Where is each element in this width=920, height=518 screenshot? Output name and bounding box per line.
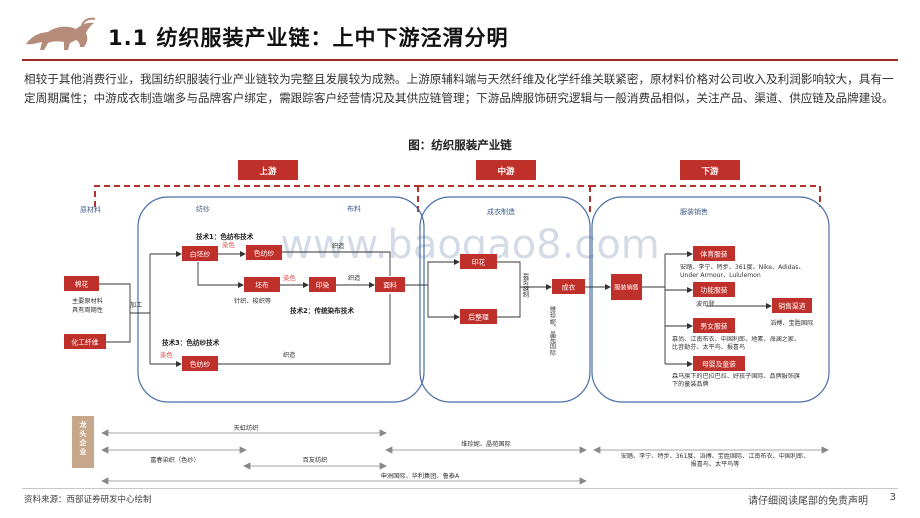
industry-chain-diagram: www.baogao8.com 上游 中游 下游 原材料 纺纱 布料 成衣制造 … xyxy=(64,160,830,485)
fabric-label: 布料 xyxy=(347,204,361,213)
upstream-tag-label: 上游 xyxy=(259,166,277,177)
functional-brands-note: 波司登 xyxy=(696,300,715,308)
dye-note-2: 染色 xyxy=(283,273,296,282)
dyed-yarn-1-box xyxy=(246,245,282,260)
fabric-box xyxy=(375,277,405,292)
intro-paragraph: 相较于其他消费行业，我国纺织服装行业产业链较为完整且发展较为成熟。上游原辅料端与… xyxy=(24,72,894,105)
knit-note: 针织、梭织等 xyxy=(234,297,271,305)
midstream-tag-label: 中游 xyxy=(497,166,515,177)
leader-row4: 申洲国际、华利集团、鲁泰A xyxy=(381,472,460,480)
dye-note-3: 染色 xyxy=(160,350,173,359)
midstream-tag xyxy=(476,160,536,180)
title-divider xyxy=(22,59,898,61)
page-title: 1.1 纺织服装产业链：上中下游泾渭分明 xyxy=(108,26,509,50)
chem-fiber-label: 化工纤维 xyxy=(71,338,98,347)
printing-box xyxy=(309,277,336,292)
leader-row2b: 维珍妮、晶苑国际 xyxy=(461,440,511,448)
dyed-yarn-1-label: 色纺纱 xyxy=(254,249,275,258)
main-raw-note: 主要原材料 xyxy=(72,297,103,305)
garment-mfg-label: 成衣制造 xyxy=(487,207,515,216)
grey-cloth-label: 坯布 xyxy=(255,281,269,290)
cut-note: 裁剪缝制 xyxy=(522,272,529,299)
upstream-tag xyxy=(238,160,298,180)
mid-companies-note: 维珍妮、晶苑国际 xyxy=(549,305,556,356)
source-note: 资料来源：西部证券研发中心绘制 xyxy=(24,495,152,505)
upstream-frame xyxy=(137,196,425,403)
garment-label: 成衣 xyxy=(562,283,576,292)
cyclical-note: 具有周期性 xyxy=(72,306,103,314)
downstream-tag-label: 下游 xyxy=(701,166,719,177)
apparel-sales-box-label: 服装销售 xyxy=(614,284,639,292)
figure-caption: 图：纺织服装产业链 xyxy=(408,138,512,152)
white-yarn-box xyxy=(182,246,218,261)
sales-channel-box xyxy=(772,298,812,313)
grey-cloth-box xyxy=(244,277,280,292)
midstream-frame xyxy=(419,196,591,403)
channel-companies-note: 滔搏、宝胜国际 xyxy=(770,319,813,327)
functional-box xyxy=(693,282,735,297)
cotton-label: 棉花 xyxy=(75,280,89,289)
print-emb-label: 印花 xyxy=(472,258,486,267)
chem-fiber-box xyxy=(64,334,106,349)
leader-row3: 百友纺织 xyxy=(303,456,328,464)
fabric-out-label: 面料 xyxy=(383,281,397,290)
baby-kids-label: 母婴及童装 xyxy=(702,360,736,369)
mens-brands-note: 慕尚、江南布衣、中国利郎、地素、海澜之家、比音勒芬、太平鸟、报喜鸟 xyxy=(672,336,800,351)
menswomens-label: 男女服装 xyxy=(700,322,727,331)
menswomens-box xyxy=(693,318,735,333)
tech1-label: 技术1：色纺布技术 xyxy=(196,232,254,241)
baby-kids-box xyxy=(693,356,745,371)
weave-note-3: 织造 xyxy=(283,351,295,359)
process-note: 加工 xyxy=(130,301,142,309)
leader-row2: 富春染织（色纱） xyxy=(150,456,200,464)
yarn-label: 纺纱 xyxy=(196,204,210,213)
tech2-label: 技术2：传统染布技术 xyxy=(290,306,354,315)
kids-brands-note: 森马旗下的巴拉巴拉、好孩子国际、品牌服饰旗下的童装品牌 xyxy=(672,373,800,388)
dyed-yarn-3-box xyxy=(182,356,218,371)
leaders-label: 龙头企业 xyxy=(79,421,87,456)
raw-material-label: 原材料 xyxy=(80,205,101,214)
page-number: 3 xyxy=(889,492,896,503)
sports-brands-note: 安踏、李宁、特步、361度、Nike、Adidas、Under Armour、L… xyxy=(680,264,805,279)
sportswear-box xyxy=(693,246,735,261)
sportswear-label: 体育服装 xyxy=(700,250,727,259)
apparel-sales-label: 服装销售 xyxy=(680,207,708,216)
downstream-frame xyxy=(591,196,830,403)
finishing-label: 后整理 xyxy=(468,313,489,322)
weave-note-2: 织造 xyxy=(348,274,360,282)
print-emb-box xyxy=(460,254,497,269)
leader-row1: 天虹纺织 xyxy=(234,424,259,432)
garment-box xyxy=(552,279,585,294)
printing-label: 印染 xyxy=(316,281,330,290)
tech3-label: 技术3：色纺纱技术 xyxy=(162,338,220,347)
disclaimer-note: 请仔细阅读尾部的免责声明 xyxy=(748,496,868,507)
footer-divider xyxy=(22,488,898,489)
leaders-label-box xyxy=(72,416,94,468)
finishing-box xyxy=(460,309,497,324)
white-yarn-label: 白坯纱 xyxy=(190,250,211,259)
dye-note-1: 染色 xyxy=(222,240,235,249)
downstream-tag xyxy=(680,160,740,180)
functional-label: 功能服装 xyxy=(700,286,727,295)
apparel-sales-box xyxy=(611,274,642,300)
leader-downstream: 安踏、李宁、特步、361度、滔搏、宝胜国际、江南布衣、中国利郎、报喜鸟、太平鸟等 xyxy=(620,453,810,468)
bull-logo-icon xyxy=(26,17,96,50)
sales-channel-label: 销售渠道 xyxy=(778,302,805,311)
cotton-box xyxy=(64,276,99,291)
weave-note-1: 织造 xyxy=(332,242,344,250)
dyed-yarn-3-label: 色纺纱 xyxy=(190,360,211,369)
